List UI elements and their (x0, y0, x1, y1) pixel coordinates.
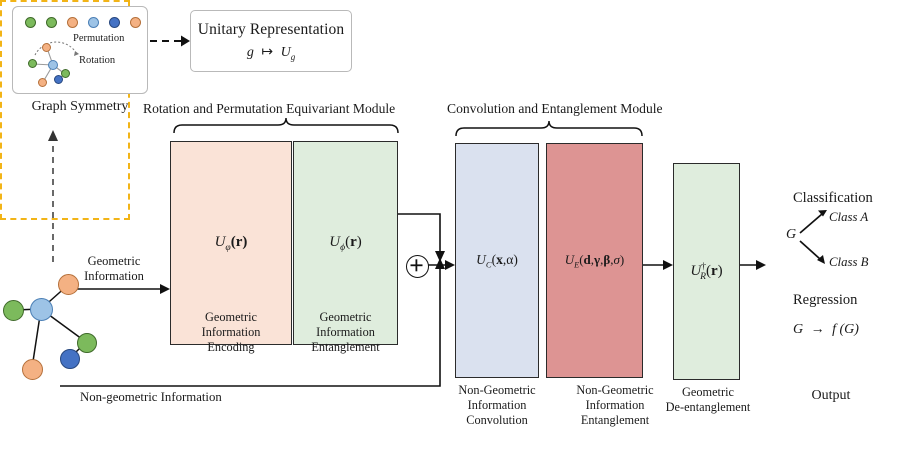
conv-subscript: C (485, 259, 492, 270)
convolution-formula: UC(x,α) (476, 252, 518, 270)
unitary-u: U (280, 44, 291, 60)
permutation-dot-5 (109, 17, 120, 28)
mini-node-4 (54, 75, 63, 84)
geometric-information-entanglement-box: Uϕ(r) (293, 141, 398, 345)
permutation-dot-1 (25, 17, 36, 28)
conv-arg: (x,α) (491, 251, 518, 267)
entangle-arg: (r) (345, 233, 362, 250)
permutation-label: Permutation (73, 33, 125, 44)
mini-node-5 (38, 78, 47, 87)
geometric-de-entanglement-box: U†R(r) (673, 163, 740, 380)
regression-formula: G → f (G) (793, 322, 859, 338)
geometric-information-encoding-box: Uφ(r) (170, 141, 292, 345)
ent2-u: U (564, 251, 575, 267)
graph-node-green-right (77, 333, 97, 353)
sum-node-icon (406, 255, 429, 278)
entanglement2-caption: Non-Geometric Information Entanglement (576, 383, 654, 427)
encode-caption: Geometric Information Encoding (201, 310, 261, 354)
entangle-u: U (329, 233, 341, 250)
graph-symmetry-panel: Permutation Rotation (12, 6, 148, 94)
entanglement2-formula: UE(d,γ,β,σ) (565, 252, 625, 270)
classification-title: Classification (793, 190, 873, 206)
mapsto-icon: ↦ (261, 44, 274, 60)
entangle-formula: Uϕ(r) (329, 234, 361, 253)
regression-arrow-icon: → (810, 322, 825, 337)
permutation-dot-6 (130, 17, 141, 28)
unitary-representation-formula: g ↦ Ug (247, 44, 295, 62)
deentangle-formula: U†R(r) (690, 261, 722, 282)
class-a-label: Class A (829, 210, 869, 224)
graph-node-center (30, 298, 53, 321)
non-geometric-entanglement-box: UE(d,γ,β,σ) (546, 143, 643, 378)
permutation-dot-2 (46, 17, 57, 28)
entangle-caption: Geometric Information Entanglement (311, 310, 380, 354)
unitary-representation-box: Unitary Representation g ↦ Ug (190, 10, 352, 72)
rotation-label: Rotation (79, 55, 116, 66)
ent2-subscript: E (574, 260, 580, 270)
class-b-label: Class B (829, 255, 869, 269)
conv-u: U (476, 251, 486, 267)
encode-u: U (214, 233, 226, 250)
ent2-arg: (d,γ,β,σ) (579, 251, 625, 267)
graph-node-orange-top (58, 274, 79, 295)
unitary-g: g (246, 44, 254, 60)
unitary-subscript: g (290, 51, 296, 62)
non-geometric-convolution-box: UC(x,α) (455, 143, 539, 378)
permutation-dot-3 (67, 17, 78, 28)
regression-rhs: f (G) (832, 322, 859, 337)
encode-subscript: φ (225, 241, 231, 253)
graph-node-orange-bottom (22, 359, 43, 380)
deent-subscript: R (700, 271, 706, 282)
entangle-subscript: ϕ (340, 241, 346, 253)
mini-node-3 (61, 69, 70, 78)
output-graph-symbol: G (786, 227, 797, 242)
permutation-dot-4 (88, 17, 99, 28)
mini-node-2 (28, 59, 37, 68)
geometric-information-label: Geometric Information (84, 254, 144, 283)
deent-dagger: † (701, 261, 707, 272)
graph-node-green-left (3, 300, 24, 321)
regression-title: Regression (793, 292, 858, 308)
convolution-module-title: Convolution and Entanglement Module (447, 101, 663, 116)
mini-node-1 (42, 43, 51, 52)
regression-lhs: G (793, 322, 804, 337)
mini-node-center (48, 60, 58, 70)
deent-u: U (690, 263, 702, 279)
graph-node-blue (60, 349, 80, 369)
non-geometric-information-label: Non-geometric Information (80, 390, 222, 404)
unitary-representation-title: Unitary Representation (197, 20, 345, 38)
deentangle-caption: Geometric De-entanglement (665, 385, 751, 414)
graph-symmetry-caption: Graph Symmetry (31, 99, 129, 114)
equivariant-module-title: Rotation and Permutation Equivariant Mod… (143, 101, 396, 116)
convolution-caption: Non-Geometric Information Convolution (458, 383, 536, 427)
encode-arg: (r) (230, 233, 248, 250)
output-caption: Output (811, 388, 851, 403)
encode-formula: Uφ(r) (215, 234, 248, 253)
deent-arg: (r) (705, 263, 723, 279)
